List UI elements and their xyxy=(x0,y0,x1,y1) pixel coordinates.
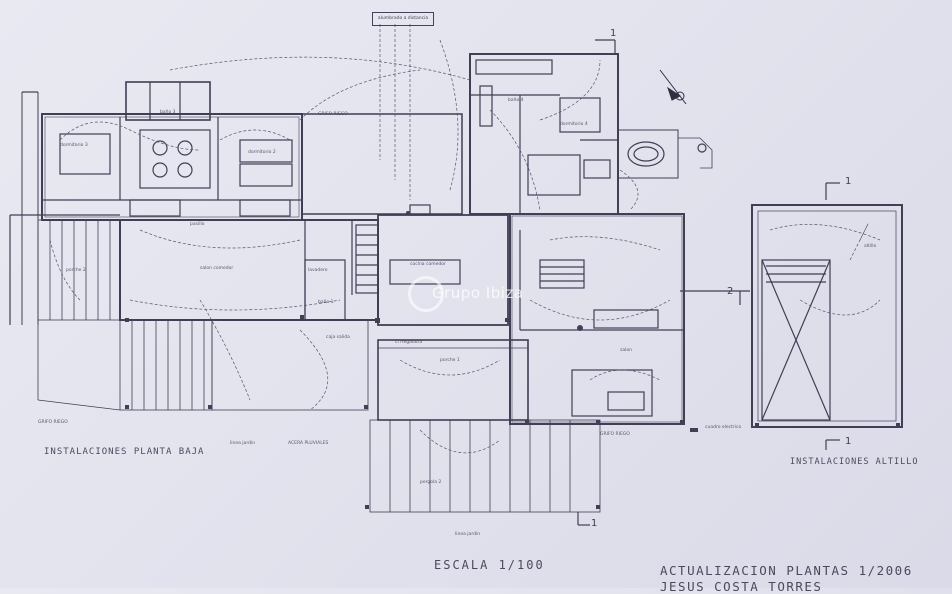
author-label: JESUS COSTA TORRES xyxy=(660,579,823,594)
label-grifo-riego-2: GRIFO RIEGO xyxy=(318,112,348,117)
porch-structures xyxy=(119,319,601,513)
title-planta-baja: INSTALACIONES PLANTA BAJA xyxy=(44,447,205,457)
room-label-salon-comedor: salon comedor xyxy=(200,266,234,271)
watermark-logo-icon xyxy=(408,276,444,312)
label-cl-fregadora: cl fregadora xyxy=(395,340,423,345)
room-label-lavadero: lavadero xyxy=(308,268,328,273)
room-label-bano-3: baño 3 xyxy=(160,110,176,115)
room-label-salon: salon xyxy=(620,348,632,353)
room-label-cocina-comedor: cocina comedor xyxy=(410,262,446,267)
salon-block-walls xyxy=(509,213,685,425)
room-label-porche-1: porche 1 xyxy=(440,358,460,363)
room-label-dormitorio-2: dormitorio 2 xyxy=(248,150,276,155)
update-label: ACTUALIZACION PLANTAS 1/2006 xyxy=(660,563,913,578)
room-label-bano-4: baño 4 xyxy=(508,98,524,103)
label-grifo-riego-1: GRIFO RIEGO xyxy=(38,420,68,425)
label-linea-jardin: linea jardin xyxy=(230,441,256,446)
label-linea-jardin-2: linea jardin xyxy=(455,532,481,537)
north-arrow-icon xyxy=(659,69,687,105)
right-bedroom-block xyxy=(469,39,713,215)
room-label-dormitorio-3: dormitorio 3 xyxy=(60,143,88,148)
room-label-dormitorio-4: dormitorio 4 xyxy=(560,122,588,127)
room-label-altillo: altillo xyxy=(864,244,877,249)
section-mark-mid: 2 xyxy=(727,286,734,297)
room-label-pergola: pergola 2 xyxy=(420,480,442,485)
section-mark-bottom: 1 xyxy=(591,518,598,529)
room-label-porche-2: porche 2 xyxy=(66,268,86,273)
section-mark-altillo-bottom: 1 xyxy=(845,436,852,447)
label-caja-salida: caja salida xyxy=(326,335,350,340)
label-acera-pluviales: ACERA PLUVIALES xyxy=(288,441,329,446)
section-mark-top: 1 xyxy=(610,28,617,39)
scale-label: ESCALA 1/100 xyxy=(434,558,545,572)
altillo-walls xyxy=(680,182,903,450)
title-altillo: INSTALACIONES ALTILLO xyxy=(790,457,919,467)
room-label-pasillo: pasillo xyxy=(190,222,205,227)
distribution-box-label: alumbrado a distancia xyxy=(372,12,434,26)
room-label-bano-1: baño 1 xyxy=(318,300,334,305)
watermark-text: Grupo Ibiza xyxy=(432,284,524,302)
label-grifo-riego-3: GRIFO RIEGO xyxy=(600,432,630,437)
label-cuadro-electrico: cuadro electrico xyxy=(705,425,742,430)
left-porch xyxy=(37,219,121,411)
section-mark-altillo-top: 1 xyxy=(845,176,852,187)
